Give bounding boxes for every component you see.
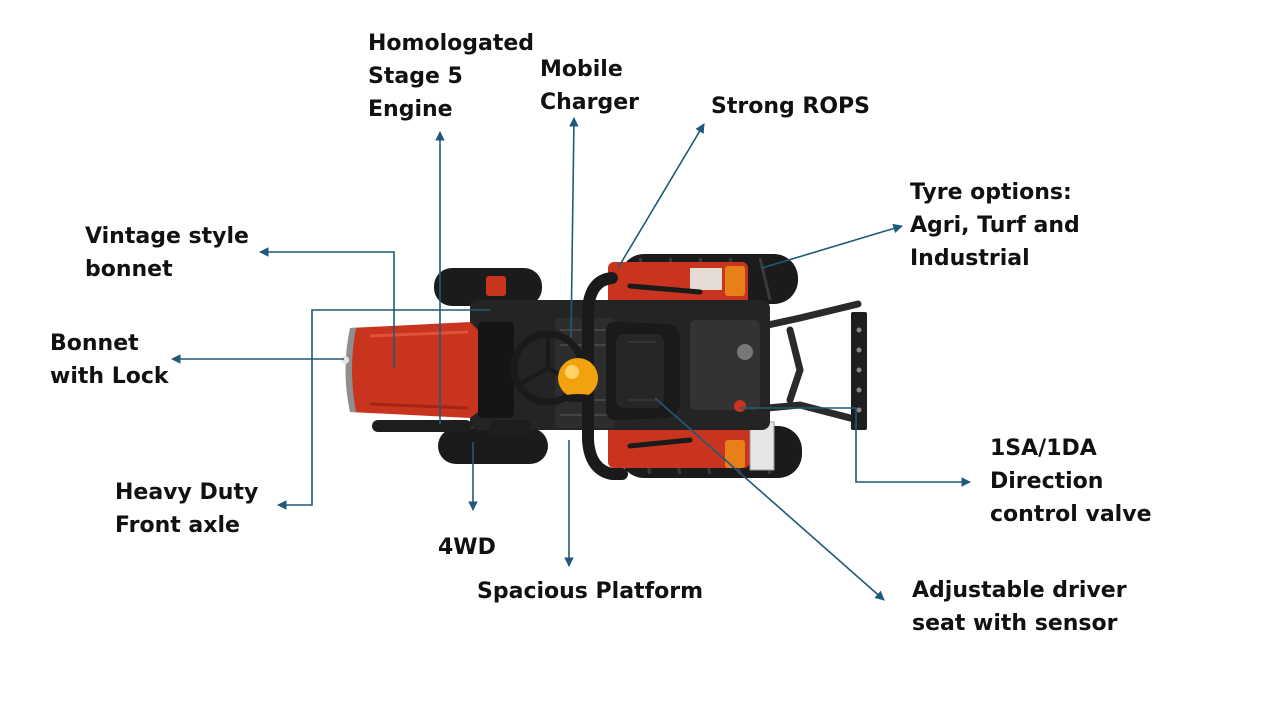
leader-driver-seat [654,397,885,601]
leader-direction-valve [740,407,971,487]
tractor-top-view [341,254,867,480]
leader-tyre-options [761,223,903,269]
label-strong-rops: Strong ROPS [711,94,871,119]
front-right-tyre [438,428,548,464]
leader-mobile-charger [569,117,579,339]
dashboard [478,322,514,418]
beacon-light [558,358,598,398]
label-spacious-platform: Spacious Platform [477,579,704,604]
exhaust [372,420,472,432]
bonnet [346,322,478,418]
leader-lines [171,117,971,601]
leader-strong-rops [617,123,705,269]
leader-vintage-bonnet [259,247,395,368]
label-4wd: 4WD [438,535,496,560]
rops-bar [582,272,628,480]
leader-heavy-duty-axle [277,309,490,510]
